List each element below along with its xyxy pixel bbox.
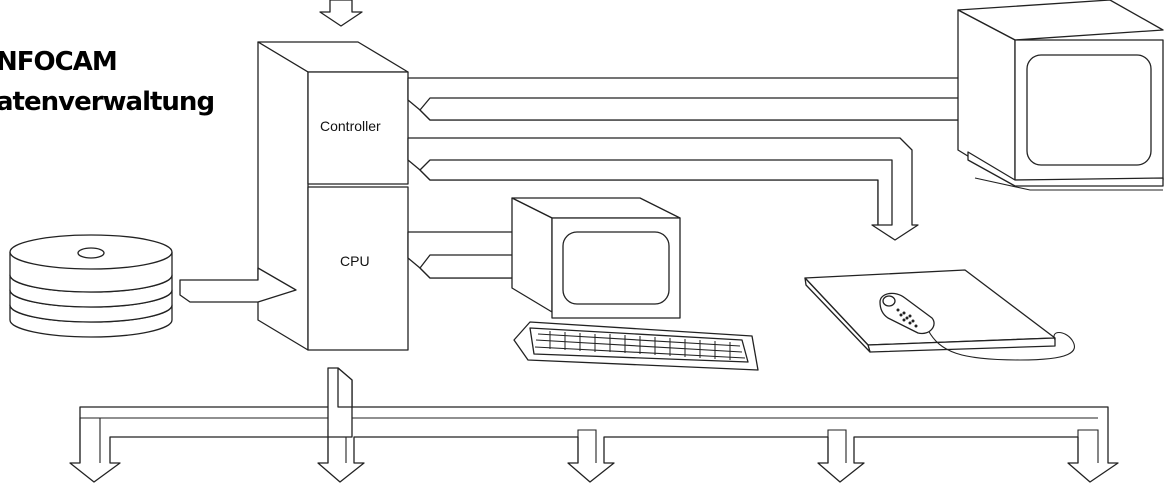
top-arrow <box>320 0 362 26</box>
large-monitor <box>958 0 1163 190</box>
title-line-1: NFOCAM <box>0 47 117 77</box>
controller-monitor-arrow <box>408 78 985 120</box>
disk-stack <box>10 235 172 337</box>
terminal-screen <box>563 232 669 304</box>
computer-cabinet: Controller CPU <box>258 42 408 350</box>
large-monitor-screen <box>1027 55 1151 165</box>
network-bus <box>70 407 1118 482</box>
keyboard <box>514 322 758 370</box>
disk-spindle <box>78 248 104 258</box>
cpu-label: CPU <box>340 253 370 269</box>
digitizer-tablet <box>805 270 1074 360</box>
terminal-monitor <box>512 198 680 318</box>
title-line-2: atenverwaltung <box>0 87 214 117</box>
controller-label: Controller <box>320 118 381 134</box>
cpu-bus-link <box>328 368 352 437</box>
